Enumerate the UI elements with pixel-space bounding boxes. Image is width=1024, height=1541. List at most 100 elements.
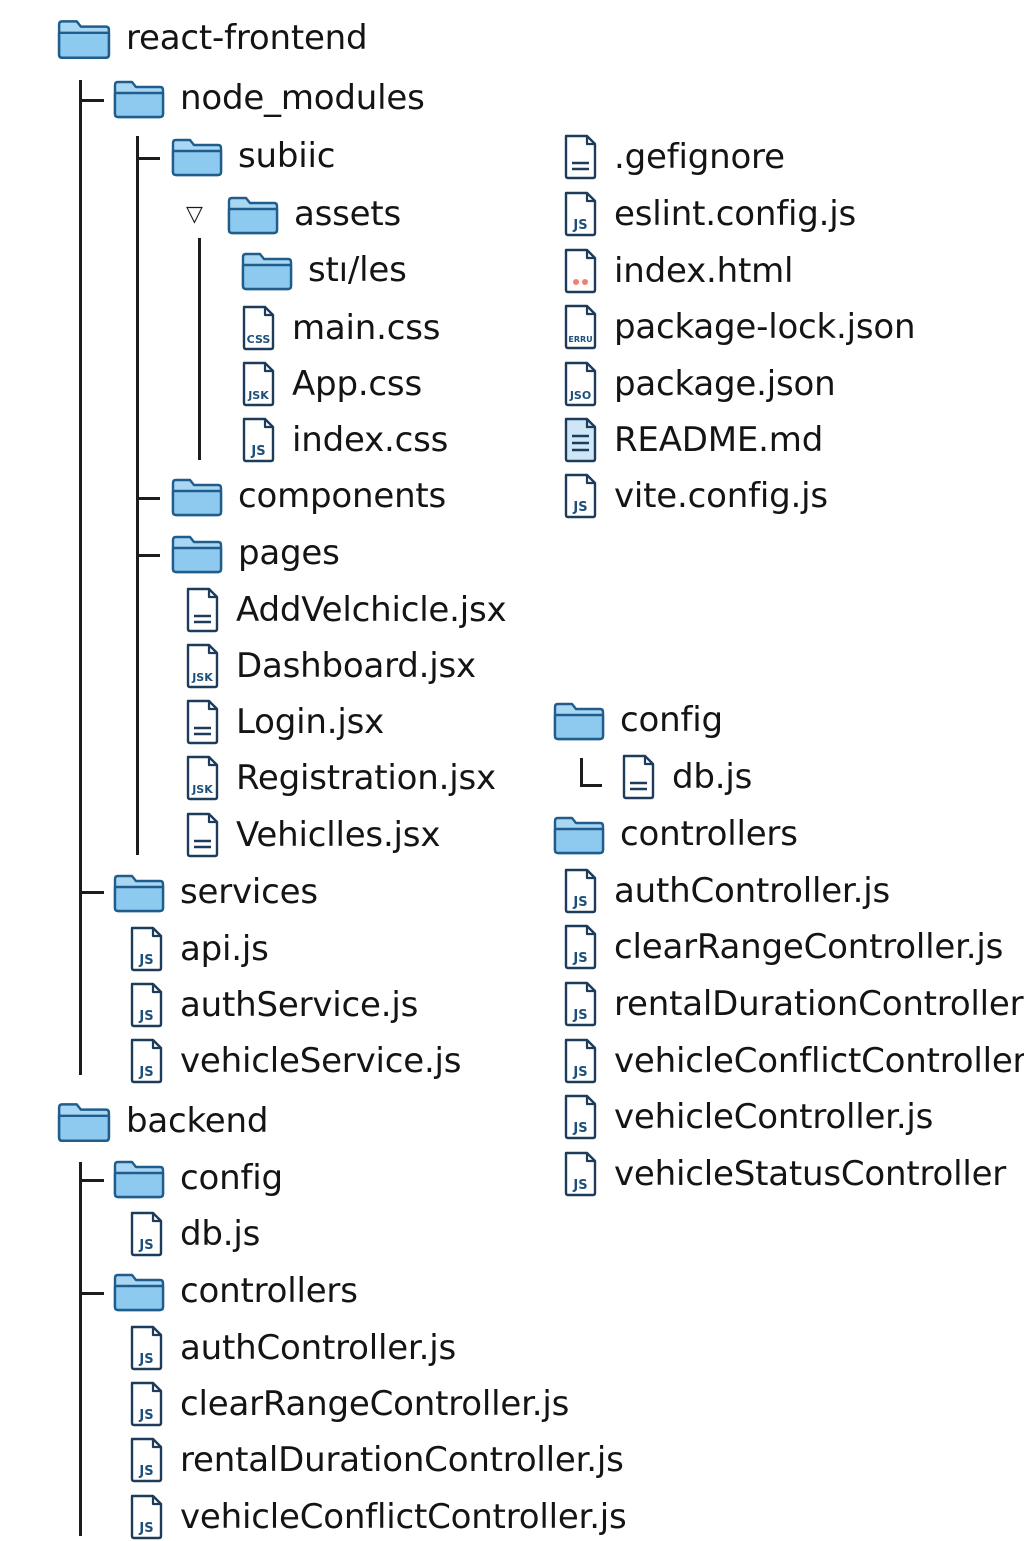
folder-name: react-frontend xyxy=(126,18,368,58)
tree-folder[interactable]: react-frontend xyxy=(56,16,368,60)
tree-connector-tick xyxy=(79,99,104,102)
file-name: App.css xyxy=(292,364,422,404)
folder-icon xyxy=(112,77,166,119)
tree-folder[interactable]: backend xyxy=(56,1099,268,1143)
folder-icon xyxy=(170,475,224,517)
tree-folder[interactable]: assets xyxy=(226,192,401,236)
tree-file[interactable]: JS vehicleConflictController xyxy=(562,1037,1024,1085)
file-name: vehicleController.js xyxy=(614,1097,934,1137)
tree-connector-tick xyxy=(79,1292,104,1295)
text-file-icon xyxy=(184,586,222,634)
expand-toggle-icon[interactable]: ▽ xyxy=(186,202,203,227)
tree-folder[interactable]: subiic xyxy=(170,134,335,178)
folder-icon xyxy=(112,871,166,913)
js-file-icon: JS xyxy=(562,1093,600,1141)
folder-icon xyxy=(240,249,294,291)
tree-file[interactable]: JS clearRangeController.js xyxy=(562,924,1004,970)
js-file-icon: JS xyxy=(562,1037,600,1085)
tree-folder[interactable]: node_modules xyxy=(112,76,425,120)
folder-name: subiic xyxy=(238,136,336,176)
tree-file[interactable]: Login.jsx xyxy=(184,698,385,746)
svg-text:JS: JS xyxy=(138,1352,153,1367)
js-file-icon: JS xyxy=(128,1436,166,1484)
tree-file[interactable]: index.html xyxy=(562,248,794,294)
file-name: main.css xyxy=(292,308,441,348)
tree-file[interactable]: JSK App.css xyxy=(240,360,422,408)
js-file-icon: JS xyxy=(562,472,600,520)
jsx-file-icon: JSK xyxy=(184,642,222,690)
tree-file[interactable]: JS authController.js xyxy=(562,867,890,915)
tree-folder[interactable]: config xyxy=(552,698,723,742)
file-name: authService.js xyxy=(180,985,419,1025)
tree-folder[interactable]: pages xyxy=(170,531,340,575)
tree-folder[interactable]: stı/les xyxy=(240,248,407,292)
file-name: vehicleConflictController xyxy=(614,1041,1024,1081)
file-name: authController.js xyxy=(614,871,890,911)
tree-connector-tick xyxy=(136,554,160,557)
tree-file[interactable]: README.md xyxy=(562,417,824,463)
tree-file[interactable]: db.js xyxy=(620,754,752,800)
svg-text:JS: JS xyxy=(572,951,587,966)
text-file-icon xyxy=(562,133,600,181)
folder-name: services xyxy=(180,872,318,912)
svg-text:JSO: JSO xyxy=(569,389,591,402)
folder-name: assets xyxy=(294,194,402,234)
tree-connector-tick xyxy=(79,1179,104,1182)
file-name: rentalDurationController.js xyxy=(180,1440,624,1480)
jsx-file-icon: JSK xyxy=(184,754,222,802)
tree-folder[interactable]: services xyxy=(112,870,318,914)
tree-file[interactable]: .gefignore xyxy=(562,133,785,181)
file-name: eslint.config.js xyxy=(614,194,857,234)
file-name: index.html xyxy=(614,251,794,291)
json-file-icon: JSO xyxy=(562,360,600,408)
svg-text:JS: JS xyxy=(572,1065,587,1080)
folder-icon xyxy=(112,1270,166,1312)
folder-name: controllers xyxy=(180,1271,358,1311)
tree-connector-line xyxy=(79,1162,82,1536)
tree-file[interactable]: JS rentalDurationController.js xyxy=(128,1436,624,1484)
tree-folder[interactable]: controllers xyxy=(552,812,798,856)
tree-folder[interactable]: controllers xyxy=(112,1269,358,1313)
tree-file[interactable]: Vehiclles.jsx xyxy=(184,812,440,858)
file-name: Login.jsx xyxy=(236,702,385,742)
folder-icon xyxy=(226,193,280,235)
tree-file[interactable]: JSK Dashboard.jsx xyxy=(184,642,476,690)
file-name: README.md xyxy=(614,420,824,460)
svg-text:JS: JS xyxy=(572,1178,587,1193)
folder-name: controllers xyxy=(620,814,798,854)
json-file-icon: ERRU xyxy=(562,303,600,351)
tree-folder[interactable]: components xyxy=(170,474,446,518)
tree-file[interactable]: JS vehicleStatusController xyxy=(562,1151,1007,1197)
tree-file[interactable]: JS vehicleController.js xyxy=(562,1093,934,1141)
file-name: vehicleStatusController xyxy=(614,1154,1007,1194)
tree-folder[interactable]: config xyxy=(112,1156,283,1200)
text-file-icon xyxy=(184,698,222,746)
svg-text:JS: JS xyxy=(572,1008,587,1023)
file-name: Dashboard.jsx xyxy=(236,646,476,686)
file-name: clearRangeController.js xyxy=(614,927,1004,967)
js-file-icon: JS xyxy=(240,416,278,464)
tree-file[interactable]: AddVelchicle.jsx xyxy=(184,586,507,634)
folder-name: backend xyxy=(126,1101,269,1141)
svg-text:JS: JS xyxy=(572,895,587,910)
jsx-file-icon: JSK xyxy=(240,360,278,408)
folder-icon xyxy=(552,813,606,855)
js-file-icon: JS xyxy=(562,867,600,915)
js-file-icon: JS xyxy=(128,925,166,973)
folder-icon xyxy=(56,1099,112,1143)
